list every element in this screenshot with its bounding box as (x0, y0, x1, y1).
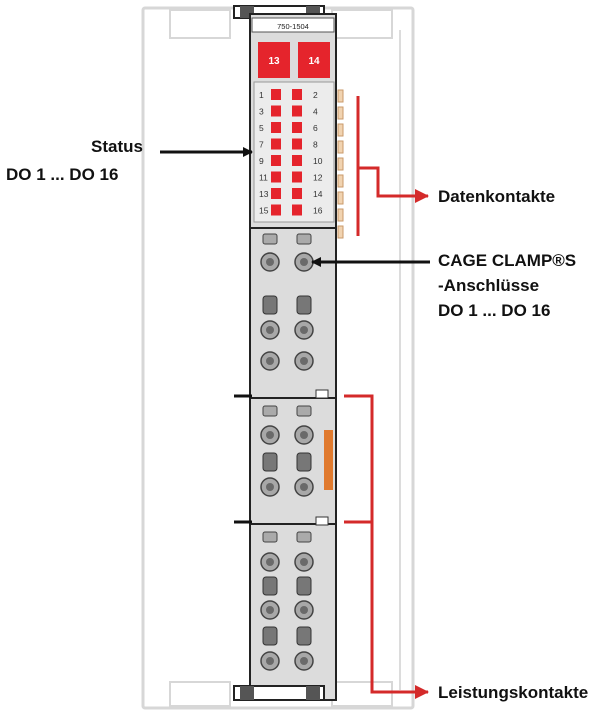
power-contacts-text: Leistungskontakte (438, 683, 589, 702)
data-contact-tab (337, 174, 344, 188)
clamp-terminal-center (266, 431, 274, 439)
cage-clamp-line3: DO 1 ... DO 16 (438, 301, 551, 320)
led-left-7 (271, 138, 281, 150)
status-range: DO 1 ... DO 16 (6, 165, 119, 184)
clamp-terminal-center (266, 258, 274, 266)
power-contact-bar (324, 430, 333, 490)
cage-clamp-line1: CAGE CLAMP®S (438, 251, 577, 270)
data-contact-tab (337, 123, 344, 137)
led-right-16 (292, 204, 302, 216)
led-left-13 (271, 188, 281, 199)
status-label: Status (87, 134, 143, 159)
status-range-label: DO 1 ... DO 16 (6, 162, 118, 187)
cage-clamp-line2: -Anschlüsse (438, 276, 540, 295)
clamp-opening (296, 233, 312, 245)
led-left-9 (271, 155, 281, 166)
led-right-2 (292, 89, 302, 100)
led-numbers-right: 2 4 6 8 10 12 14 16 (313, 90, 323, 216)
led-number-9: 9 (259, 156, 264, 166)
led-number-6: 6 (313, 123, 318, 133)
led-number-5: 5 (259, 123, 264, 133)
clamp-terminal-center (266, 657, 274, 665)
led-number-3: 3 (259, 107, 264, 117)
clamp-opening (296, 531, 312, 543)
clamp-opening (296, 626, 312, 646)
data-contacts-text: Datenkontakte (438, 187, 556, 206)
data-contact-tab (337, 89, 344, 103)
led-number-11: 11 (259, 173, 268, 183)
clamp-terminal-center (266, 357, 274, 365)
led-number-7: 7 (259, 140, 264, 150)
led-left-5 (271, 122, 281, 133)
led-right-14 (292, 188, 302, 199)
led-left-15 (271, 204, 281, 216)
clamp-terminal-center (300, 558, 308, 566)
power-contacts-bracket (344, 394, 429, 699)
led-right-10 (292, 155, 302, 166)
led-number-8: 8 (313, 140, 318, 150)
led-right-6 (292, 122, 302, 133)
cage-clamp-label: CAGE CLAMP®S -Anschlüsse DO 1 ... DO 16 (438, 248, 576, 323)
led-left-3 (271, 105, 281, 117)
bottom-latch (233, 685, 325, 701)
clamp-opening (262, 452, 278, 472)
clamp-opening (296, 576, 312, 596)
clamp-terminal-center (300, 258, 308, 266)
clamp-terminal-center (266, 326, 274, 334)
clamp-opening (296, 405, 312, 417)
clamp-opening (262, 576, 278, 596)
data-contact-tab (337, 140, 344, 154)
led-number-14: 14 (313, 189, 323, 199)
led-number-10: 10 (313, 156, 323, 166)
led-left-1 (271, 89, 281, 100)
header-badges: 13 14 (258, 42, 330, 78)
clamp-terminal-center (266, 483, 274, 491)
data-contacts-tabs (337, 89, 344, 239)
clamp-terminal-center (300, 483, 308, 491)
data-contacts-bracket (356, 96, 429, 236)
led-number-13: 13 (259, 189, 269, 199)
led-number-15: 15 (259, 206, 269, 216)
clamp-opening (262, 295, 278, 315)
led-right-4 (292, 105, 302, 117)
clamp-terminal-center (300, 326, 308, 334)
led-number-12: 12 (313, 173, 323, 183)
clamp-opening (262, 233, 278, 245)
clamp-terminal-center (266, 558, 274, 566)
led-number-4: 4 (313, 107, 318, 117)
part-number-label: 750-1504 (277, 22, 309, 31)
led-panel (253, 81, 335, 223)
data-contacts-label: Datenkontakte (438, 184, 555, 209)
clamp-terminal-center (266, 606, 274, 614)
data-contact-tab (337, 106, 344, 120)
led-indicators (271, 89, 302, 216)
clamp-opening (262, 405, 278, 417)
led-right-8 (292, 138, 302, 150)
led-right-12 (292, 171, 302, 183)
cage-clamp-terminals (260, 233, 314, 671)
data-contact-tab (337, 191, 344, 205)
data-contact-tab (337, 157, 344, 171)
clamp-terminal-center (300, 657, 308, 665)
led-number-16: 16 (313, 206, 323, 216)
power-contacts-label: Leistungskontakte (438, 680, 588, 705)
clamp-opening (296, 452, 312, 472)
data-contact-tab (337, 208, 344, 222)
led-number-2: 2 (313, 90, 318, 100)
clamp-opening (262, 531, 278, 543)
clamp-opening (262, 626, 278, 646)
badge-13: 13 (268, 56, 280, 67)
badge-14: 14 (308, 56, 320, 67)
led-number-1: 1 (259, 90, 264, 100)
clamp-terminal-center (300, 431, 308, 439)
clamp-opening (296, 295, 312, 315)
clamp-terminal-center (300, 357, 308, 365)
led-left-11 (271, 171, 281, 183)
clamp-terminal-center (300, 606, 308, 614)
status-title: Status (91, 137, 143, 156)
data-contact-tab (337, 225, 344, 239)
